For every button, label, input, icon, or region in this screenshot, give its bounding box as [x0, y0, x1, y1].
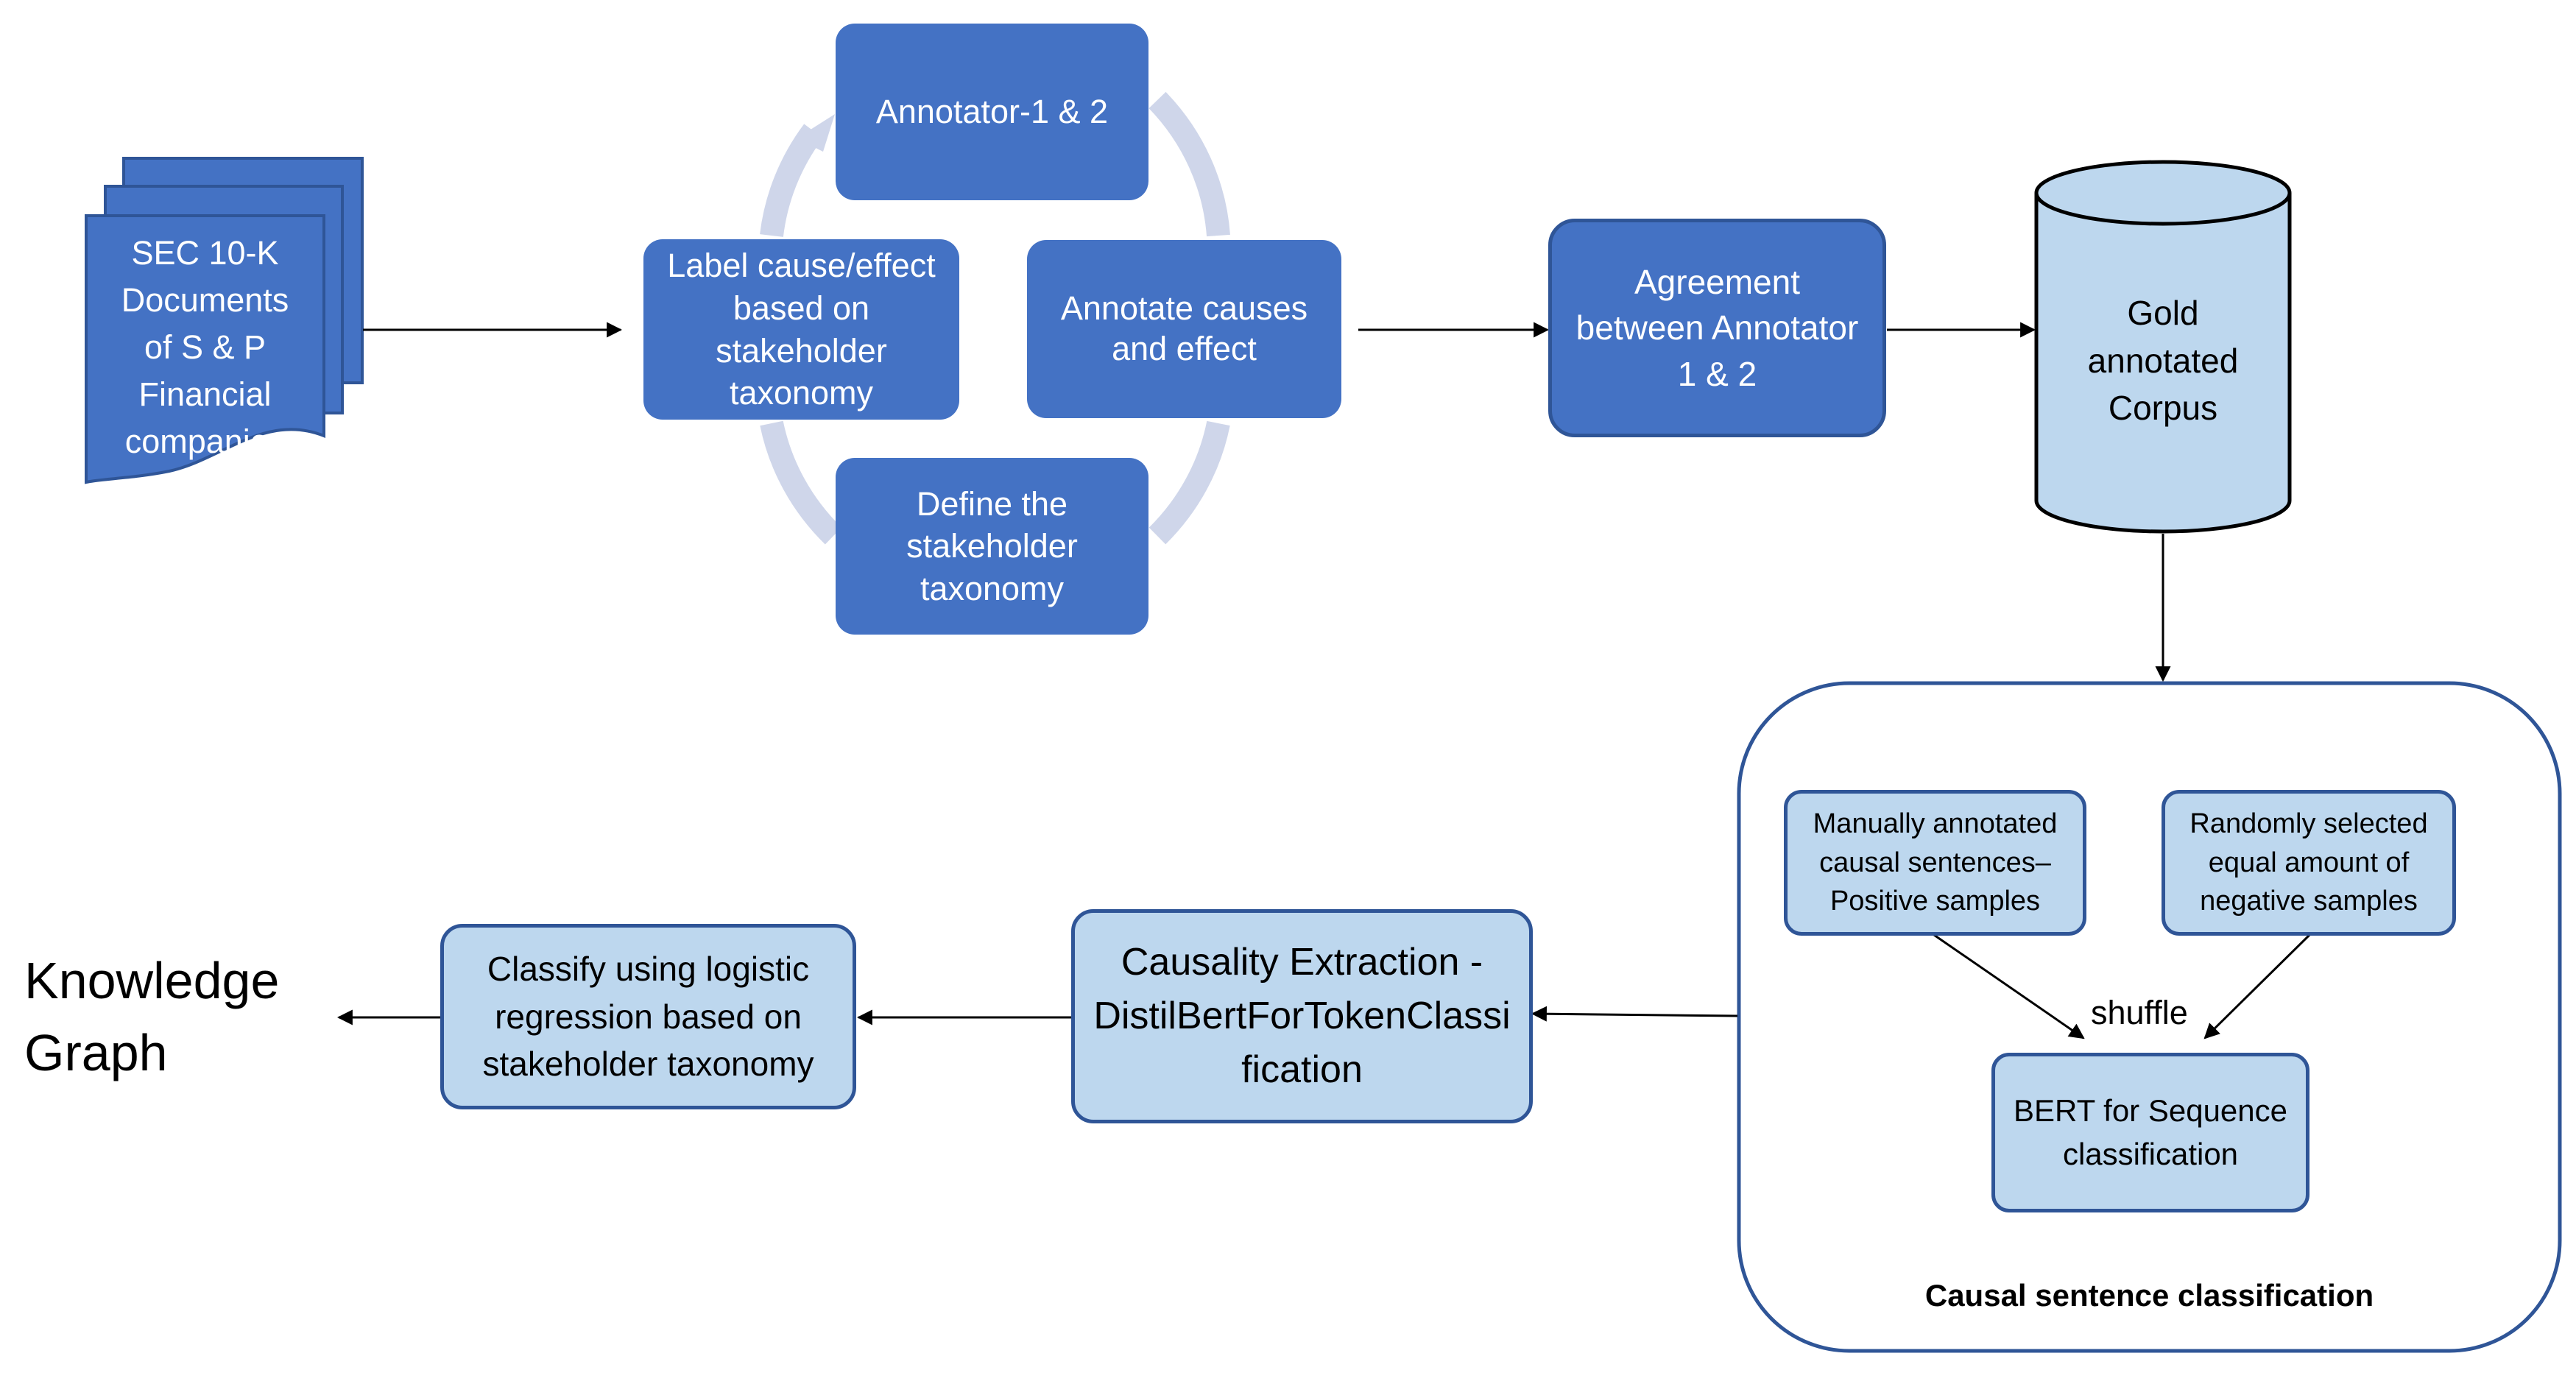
cylinder-body — [2034, 193, 2292, 534]
cycle-arc-bottom-right — [1148, 420, 1230, 545]
causality-extraction-node: Causality Extraction - DistilBertForToke… — [1071, 909, 1533, 1123]
database-icon — [2034, 160, 2292, 534]
cycle-arc-top-left — [760, 124, 823, 238]
define-taxonomy-node: Define the stakeholder taxonomy — [836, 458, 1148, 635]
classify-logistic-node: Classify using logistic regression based… — [440, 924, 856, 1109]
annotator-node: Annotator-1 & 2 — [836, 24, 1148, 200]
manual-positive-samples-node: Manually annotated causal sentences– Pos… — [1784, 790, 2086, 936]
documents-icon — [85, 157, 364, 484]
cycle-arrowhead-icon — [797, 114, 835, 152]
knowledge-graph-label: Knowledge Graph — [24, 952, 280, 1081]
label-cause-effect-node: Label cause/effect based on stakeholder … — [643, 239, 959, 420]
shuffle-label: shuffle — [2091, 994, 2188, 1031]
bert-sequence-node: BERT for Sequence classification — [1991, 1053, 2309, 1212]
document-front — [85, 214, 325, 484]
arrow-random-to-bert — [2203, 933, 2311, 1039]
arrow-group-to-causality — [1531, 1006, 1738, 1022]
connectors — [336, 322, 2311, 1039]
random-negative-samples-node: Randomly selected equal amount of negati… — [2162, 790, 2456, 936]
group-label: Causal sentence classification — [1924, 1278, 2374, 1313]
cylinder-top — [2034, 160, 2292, 226]
annotate-causes-node: Annotate causes and effect — [1027, 240, 1341, 418]
arrow-manual-to-bert — [1933, 933, 2085, 1039]
sec-docs-label: SEC 10-K Documents of S & P Financial co… — [121, 234, 289, 460]
gold-corpus-label: Gold annotated Corpus — [2087, 294, 2239, 428]
cycle-arc-top-right — [1148, 91, 1230, 237]
cycle-arc-bottom-left — [760, 420, 842, 545]
agreement-node: Agreement between Annotator 1 & 2 — [1548, 219, 1886, 437]
